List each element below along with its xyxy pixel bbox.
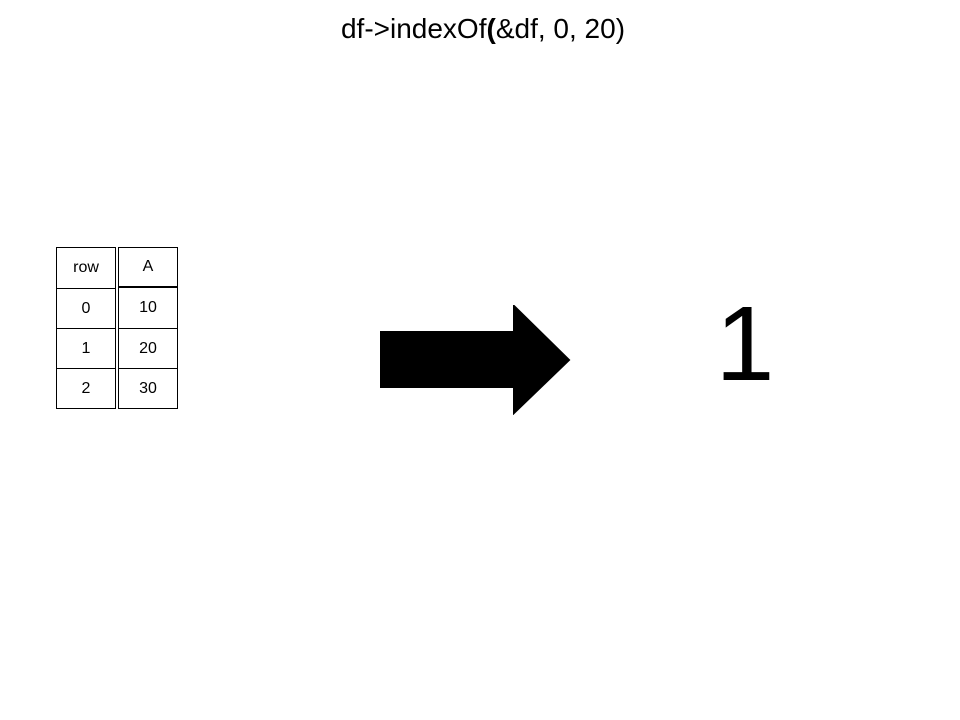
- title-close-paren: ): [615, 13, 626, 44]
- table-cell-row-2: 2: [56, 368, 116, 409]
- result-value: 1: [715, 285, 775, 403]
- title-function: df->indexOf: [340, 13, 487, 44]
- table-cell-a-0: 10: [118, 287, 178, 329]
- table-cell-row-0: 0: [56, 288, 116, 329]
- table-header-row: row: [56, 247, 116, 289]
- table-cell-a-1: 20: [118, 328, 178, 369]
- title-arguments: &df, 0, 20: [495, 13, 616, 44]
- table-cell-row-1: 1: [56, 328, 116, 369]
- table-header-a: A: [118, 247, 178, 287]
- right-arrow-icon: [380, 305, 571, 415]
- expression-title: df->indexOf(&df, 0, 20): [0, 12, 960, 46]
- title-open-paren: (: [486, 13, 496, 44]
- table-cell-a-2: 30: [118, 368, 178, 409]
